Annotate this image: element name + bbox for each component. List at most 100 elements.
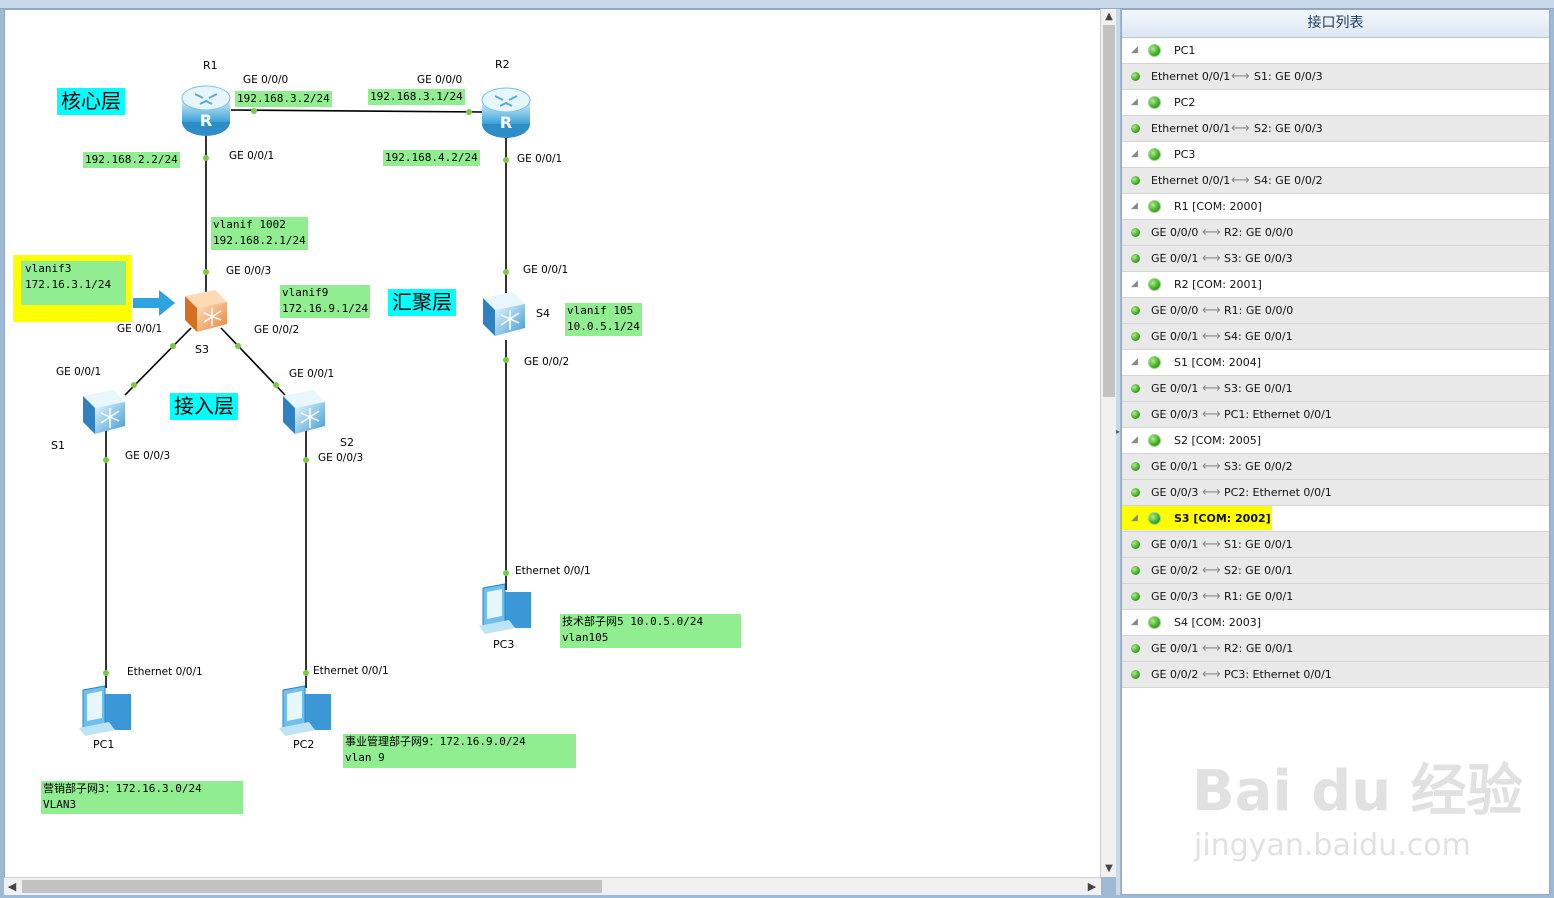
port-row[interactable]: GE 0/0/3⟷PC2: Ethernet 0/0/1 <box>1122 480 1549 506</box>
scroll-down-icon[interactable]: ▼ <box>1105 863 1113 874</box>
watermark-url: jingyan.baidu.com <box>1194 828 1471 863</box>
bidirectional-arrow-icon: ⟷ <box>1202 641 1221 656</box>
pc3-icon[interactable] <box>479 583 531 634</box>
device-row-label: S4 [COM: 2003] <box>1174 616 1262 629</box>
expand-triangle-icon[interactable]: ◢ <box>1131 45 1138 55</box>
bidirectional-arrow-icon: ⟷ <box>1202 251 1221 266</box>
device-name-s1: S1 <box>51 439 65 452</box>
switch-s2-icon[interactable] <box>283 390 325 434</box>
expand-triangle-icon[interactable]: ◢ <box>1131 279 1138 289</box>
scroll-right-icon[interactable]: ▶ <box>1087 880 1097 893</box>
switch-s3-icon[interactable] <box>185 290 227 332</box>
expand-triangle-icon[interactable]: ◢ <box>1131 435 1138 445</box>
switch-s1-icon[interactable] <box>83 390 125 434</box>
expand-triangle-icon[interactable]: ◢ <box>1131 97 1138 107</box>
port-label: Ethernet 0/0/1 <box>515 565 591 577</box>
bidirectional-arrow-icon: ⟷ <box>1202 563 1221 578</box>
device-row[interactable]: ◢S3 [COM: 2002] <box>1122 506 1549 532</box>
port-row[interactable]: GE 0/0/1⟷R2: GE 0/0/1 <box>1122 636 1549 662</box>
peer-port-label: S3: GE 0/0/3 <box>1224 252 1293 265</box>
port-row[interactable]: GE 0/0/1⟷S3: GE 0/0/3 <box>1122 246 1549 272</box>
peer-port-label: S4: GE 0/0/2 <box>1254 174 1323 187</box>
device-row[interactable]: ◢PC1 <box>1122 38 1549 64</box>
local-port-label: GE 0/0/3 <box>1151 590 1199 603</box>
port-row[interactable]: GE 0/0/1⟷S3: GE 0/0/2 <box>1122 454 1549 480</box>
device-row[interactable]: ◢ S2 [COM: 2005] <box>1122 428 1549 454</box>
arrow-icon <box>133 290 175 316</box>
panel-title: 接口列表 <box>1122 10 1549 38</box>
horizontal-scroll-thumb[interactable] <box>22 880 602 893</box>
device-row-label: S2 [COM: 2005] <box>1174 434 1262 447</box>
router-r1-icon[interactable]: R <box>181 85 231 136</box>
port-label: GE 0/0/1 <box>523 264 569 276</box>
port-row[interactable]: GE 0/0/0⟷R2: GE 0/0/0 <box>1122 220 1549 246</box>
port-label: GE 0/0/2 <box>524 356 570 368</box>
port-row[interactable]: GE 0/0/3⟷PC1: Ethernet 0/0/1 <box>1122 402 1549 428</box>
port-label: GE 0/0/1 <box>229 150 275 162</box>
port-row[interactable]: GE 0/0/2⟷PC3: Ethernet 0/0/1 <box>1122 662 1549 688</box>
device-row[interactable]: ◢ PC2 <box>1122 90 1549 116</box>
port-row[interactable]: Ethernet 0/0/1⟷S1: GE 0/0/3 <box>1122 64 1549 90</box>
port-label: GE 0/0/0 <box>243 74 289 86</box>
device-name-s4: S4 <box>536 307 550 320</box>
expand-triangle-icon[interactable]: ◢ <box>1131 617 1138 627</box>
peer-port-label: S1: GE 0/0/1 <box>1224 538 1293 551</box>
horizontal-scrollbar[interactable]: ◀ ▶ <box>4 877 1101 895</box>
device-name-r2: R2 <box>495 58 510 71</box>
bidirectional-arrow-icon: ⟷ <box>1202 589 1221 604</box>
device-row[interactable]: ◢ R2 [COM: 2001] <box>1122 272 1549 298</box>
topology-canvas[interactable]: R R <box>4 9 1102 879</box>
port-label: GE 0/0/2 <box>254 324 300 336</box>
port-row[interactable]: GE 0/0/1⟷S3: GE 0/0/1 <box>1122 376 1549 402</box>
port-row[interactable]: GE 0/0/0⟷R1: GE 0/0/0 <box>1122 298 1549 324</box>
local-port-label: Ethernet 0/0/1 <box>1151 174 1231 187</box>
pc1-icon[interactable] <box>79 685 131 736</box>
device-row-label: S1 [COM: 2004] <box>1174 356 1262 369</box>
device-row[interactable]: ◢ S1 [COM: 2004] <box>1122 350 1549 376</box>
port-row[interactable]: GE 0/0/2⟷S2: GE 0/0/1 <box>1122 558 1549 584</box>
port-row[interactable]: Ethernet 0/0/1⟷S4: GE 0/0/2 <box>1122 168 1549 194</box>
router-r2-icon[interactable]: R <box>481 87 531 138</box>
port-label: GE 0/0/1 <box>56 366 102 378</box>
row-highlight <box>1122 506 1272 530</box>
vertical-scroll-thumb[interactable] <box>1103 25 1115 397</box>
device-row-label: R1 [COM: 2000] <box>1174 200 1262 213</box>
port-row[interactable]: GE 0/0/1⟷S1: GE 0/0/1 <box>1122 532 1549 558</box>
port-label: GE 0/0/1 <box>117 323 163 335</box>
panel-splitter[interactable]: ▸ <box>1116 9 1120 895</box>
status-dot-icon <box>1131 228 1140 237</box>
vertical-scrollbar[interactable]: ▲ ▼ <box>1100 9 1117 877</box>
device-row-label: PC2 <box>1174 96 1196 109</box>
port-row[interactable]: Ethernet 0/0/1⟷S2: GE 0/0/3 <box>1122 116 1549 142</box>
pc2-icon[interactable] <box>279 685 331 736</box>
scroll-left-icon[interactable]: ◀ <box>7 880 17 893</box>
expand-triangle-icon[interactable]: ◢ <box>1131 149 1138 159</box>
expand-triangle-icon[interactable]: ◢ <box>1131 513 1138 523</box>
status-dot-icon <box>1149 513 1160 524</box>
subnet-label-affairs: 事业管理部子网9：172.16.9.0/24 vlan 9 <box>343 734 576 768</box>
local-port-label: GE 0/0/1 <box>1151 538 1199 551</box>
status-dot-icon <box>1131 566 1140 575</box>
ip-label-vlanif1002: vlanif 1002 192.168.2.1/24 <box>211 217 308 250</box>
expand-triangle-icon[interactable]: ◢ <box>1131 357 1138 367</box>
peer-port-label: S4: GE 0/0/1 <box>1224 330 1293 343</box>
layer-label-aggregation: 汇聚层 <box>388 289 456 316</box>
device-row[interactable]: ◢ R1 [COM: 2000] <box>1122 194 1549 220</box>
status-dot-icon <box>1131 410 1140 419</box>
device-name-r1: R1 <box>203 59 218 72</box>
switch-s4-icon[interactable] <box>483 292 525 336</box>
device-row[interactable]: ◢ S4 [COM: 2003] <box>1122 610 1549 636</box>
ip-label-r2-g001: 192.168.4.2/24 <box>383 150 480 166</box>
expand-triangle-icon[interactable]: ◢ <box>1131 201 1138 211</box>
device-row[interactable]: ◢PC3 <box>1122 142 1549 168</box>
ip-label-r1-g000: 192.168.3.2/24 <box>235 91 332 107</box>
scroll-up-icon[interactable]: ▲ <box>1105 11 1113 22</box>
splitter-grip-icon[interactable]: ▸ <box>1116 427 1121 436</box>
port-row[interactable]: GE 0/0/1⟷S4: GE 0/0/1 <box>1122 324 1549 350</box>
ip-label-vlanif3-text: vlanif3 172.16.3.1/24 <box>21 261 126 305</box>
device-row-label: R2 [COM: 2001] <box>1174 278 1262 291</box>
bidirectional-arrow-icon: ⟷ <box>1202 407 1221 422</box>
port-label: GE 0/0/3 <box>125 450 171 462</box>
port-row[interactable]: GE 0/0/3⟷R1: GE 0/0/1 <box>1122 584 1549 610</box>
